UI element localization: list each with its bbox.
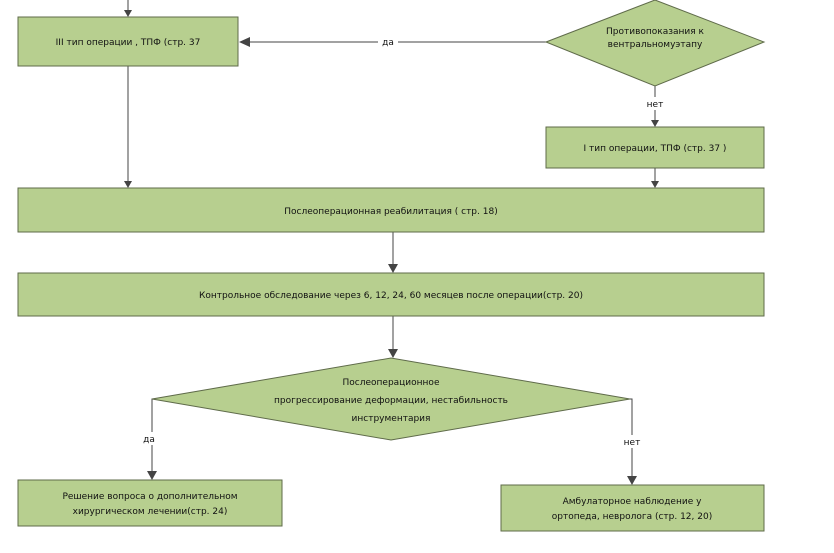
node-progress-label-line3: инструментария <box>352 414 431 424</box>
arrowhead-rehab-left <box>124 181 132 188</box>
edge-label-no-top: нет <box>647 100 664 110</box>
node-op3-label: III тип операции , ТПФ (стр. 37 <box>56 38 201 48</box>
node-rehab: Послеоперационная реабилитация ( стр. 18… <box>17 187 765 233</box>
node-surgery: Решение вопроса о дополнительном хирурги… <box>17 479 283 527</box>
edge-label-no-bottom: нет <box>624 438 641 448</box>
node-progress-label-line1: Послеоперационное <box>343 378 440 388</box>
label-bg-no-top <box>642 97 668 110</box>
node-surgery-label-line2: хирургическом лечении(стр. 24) <box>73 507 228 517</box>
label-bg-yes-top <box>378 35 398 48</box>
node-ambulatory-label-line2: ортопеда, невролога (стр. 12, 20) <box>552 512 712 522</box>
arrowhead-op1 <box>651 120 659 127</box>
node-control: Контрольное обследование через 6, 12, 24… <box>17 272 765 317</box>
node-contra-label-line2: вентральномуэтапу <box>608 40 703 50</box>
node-op1-label: I тип операции, ТПФ (стр. 37 ) <box>584 144 727 154</box>
node-ambulatory-label-line1: Амбулаторное наблюдение у <box>563 497 703 507</box>
node-progress-decision: Послеоперационное прогрессирование дефор… <box>151 357 631 441</box>
arrowhead-surgery <box>147 471 157 480</box>
node-rehab-label: Послеоперационная реабилитация ( стр. 18… <box>284 207 497 217</box>
node-surgery-label-line1: Решение вопроса о дополнительном <box>62 492 237 502</box>
arrowhead-ambulatory <box>627 476 637 485</box>
arrowhead-incoming-top <box>124 10 132 17</box>
label-bg-no-bottom <box>619 435 645 448</box>
arrowhead-op3-left <box>239 37 250 47</box>
node-op3: III тип операции , ТПФ (стр. 37 <box>17 16 239 67</box>
node-control-label: Контрольное обследование через 6, 12, 24… <box>199 291 583 301</box>
edge-label-yes-bottom: да <box>143 435 155 445</box>
node-op1: I тип операции, ТПФ (стр. 37 ) <box>545 126 765 169</box>
arrowhead-progress <box>388 349 398 358</box>
arrowhead-control <box>388 264 398 273</box>
node-contra-label-line1: Противопоказания к <box>606 27 705 37</box>
node-progress-label-line2: прогрессирование деформации, нестабильно… <box>274 396 508 406</box>
edge-label-yes-top: да <box>382 38 394 48</box>
node-ambulatory: Амбулаторное наблюдение у ортопеда, невр… <box>500 484 765 532</box>
label-bg-yes-bottom <box>139 432 161 445</box>
node-contra-decision: Противопоказания к вентральномуэтапу <box>544 0 766 87</box>
arrowhead-rehab-right <box>651 181 659 188</box>
